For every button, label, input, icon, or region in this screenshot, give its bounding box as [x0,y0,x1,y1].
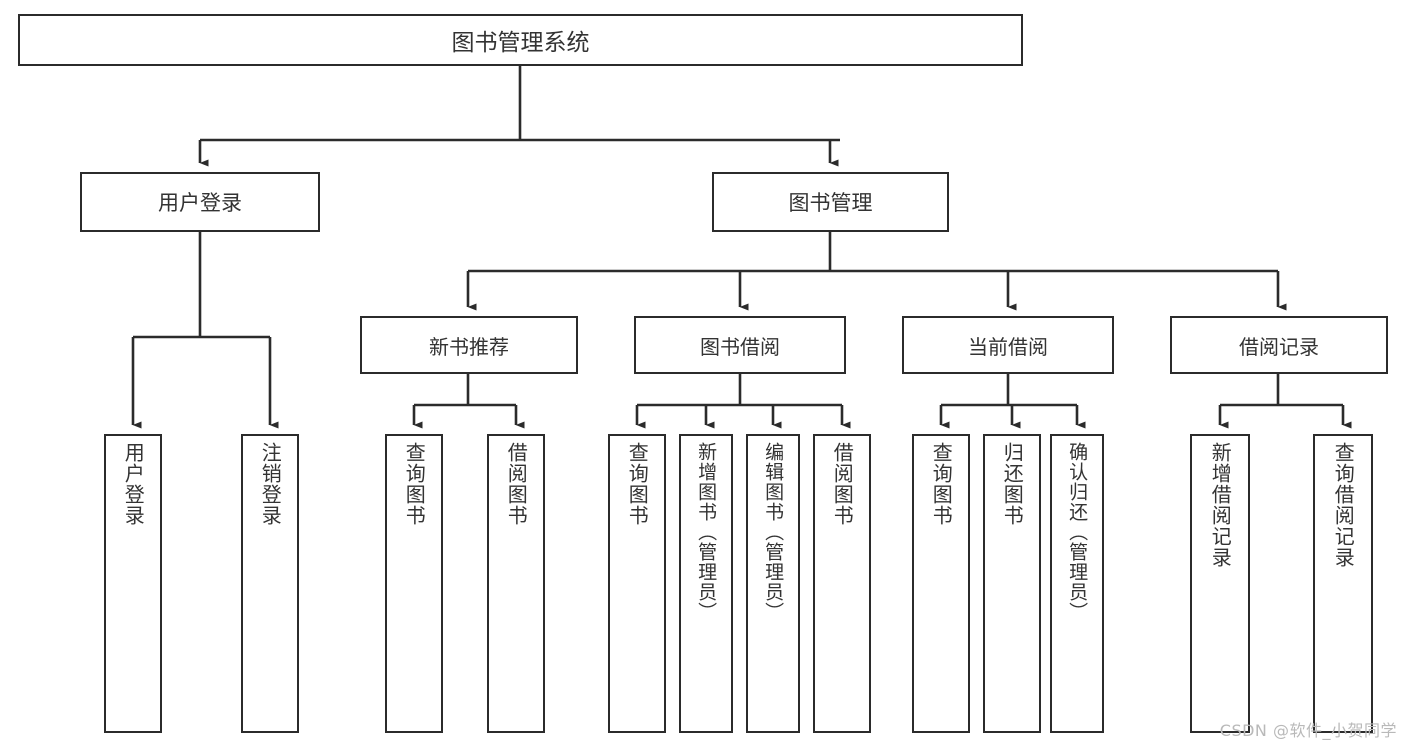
leaf-return-book[interactable]: 归还图书 [983,434,1041,733]
node-user-login[interactable]: 用户登录 [80,172,320,232]
leaf-user-logout-label: 注销登录 [258,442,283,526]
leaf-user-login[interactable]: 用户登录 [104,434,162,733]
leaf-edit-book-label: 编辑图书（管理员） [762,442,785,622]
leaf-query-book-1[interactable]: 查询图书 [385,434,443,733]
node-user-login-label: 用户登录 [158,191,242,215]
csdn-watermark: CSDN @软件_小贺同学 [1219,721,1397,740]
node-current-borrow-label: 当前借阅 [968,334,1048,359]
leaf-query-book-2[interactable]: 查询图书 [608,434,666,733]
leaf-query-book-3[interactable]: 查询图书 [912,434,970,733]
node-root-label: 图书管理系统 [451,30,590,56]
leaf-confirm-return-label: 确认归还（管理员） [1066,442,1089,622]
leaf-borrow-book-1-label: 借阅图书 [504,442,529,526]
node-book-borrow[interactable]: 图书借阅 [634,316,846,374]
node-current-borrow[interactable]: 当前借阅 [902,316,1114,374]
node-book-manage[interactable]: 图书管理 [712,172,949,232]
leaf-borrow-book-2-label: 借阅图书 [830,442,855,526]
leaf-add-book[interactable]: 新增图书（管理员） [679,434,733,733]
node-new-book-recommend-label: 新书推荐 [429,334,509,359]
leaf-return-book-label: 归还图书 [1000,442,1025,526]
leaf-borrow-book-1[interactable]: 借阅图书 [487,434,545,733]
node-borrow-record[interactable]: 借阅记录 [1170,316,1388,374]
leaf-add-book-label: 新增图书（管理员） [695,442,718,622]
leaf-query-book-2-label: 查询图书 [625,442,650,526]
leaf-user-login-label: 用户登录 [121,442,146,526]
node-book-manage-label: 图书管理 [788,191,873,215]
leaf-confirm-return[interactable]: 确认归还（管理员） [1050,434,1104,733]
node-book-borrow-label: 图书借阅 [700,334,780,359]
node-borrow-record-label: 借阅记录 [1239,334,1319,359]
node-root[interactable]: 图书管理系统 [18,14,1023,66]
leaf-edit-book[interactable]: 编辑图书（管理员） [746,434,800,733]
leaf-query-book-3-label: 查询图书 [929,442,954,526]
leaf-query-book-1-label: 查询图书 [402,442,427,526]
leaf-add-record[interactable]: 新增借阅记录 [1190,434,1250,733]
leaf-borrow-book-2[interactable]: 借阅图书 [813,434,871,733]
node-new-book-recommend[interactable]: 新书推荐 [360,316,578,374]
leaf-query-record-label: 查询借阅记录 [1331,442,1356,568]
leaf-user-logout[interactable]: 注销登录 [241,434,299,733]
leaf-add-record-label: 新增借阅记录 [1208,442,1233,568]
leaf-query-record[interactable]: 查询借阅记录 [1313,434,1373,733]
